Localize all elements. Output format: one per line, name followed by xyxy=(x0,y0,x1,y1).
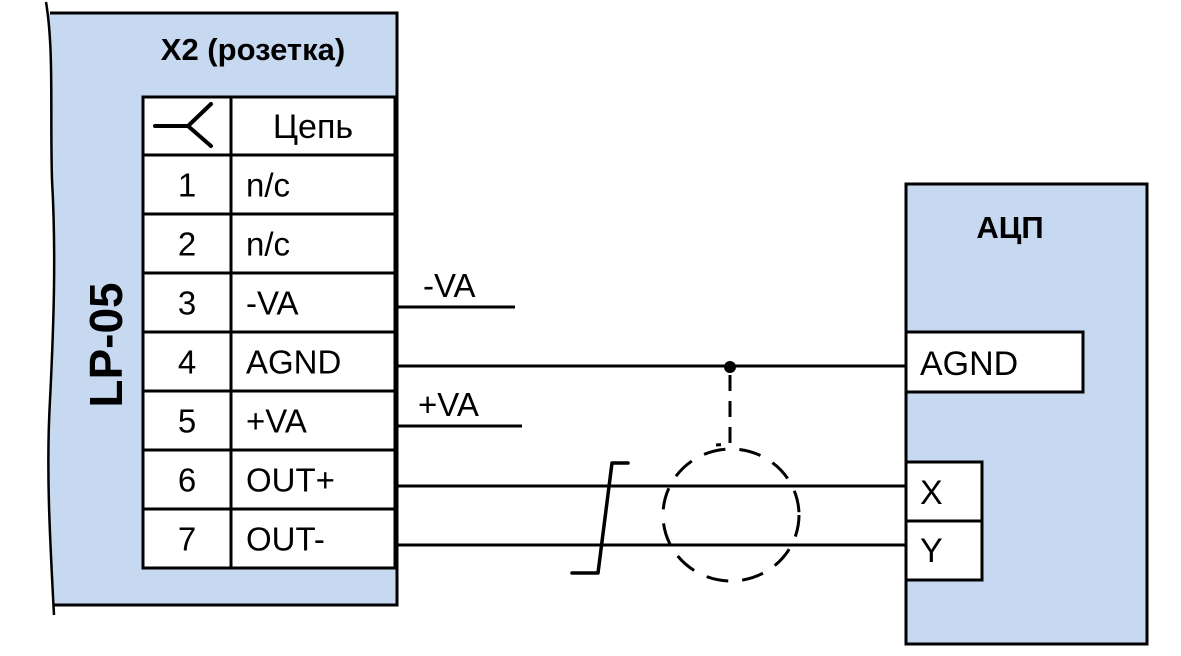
pin-row: 1 n/c xyxy=(143,167,395,216)
wire-label-minus-va: -VA xyxy=(423,267,476,304)
circuit-column-header: Цепь xyxy=(273,108,353,146)
break-line xyxy=(44,1,56,616)
pin-row: 7 OUT- xyxy=(178,521,325,558)
pin-number: 7 xyxy=(178,521,196,558)
pin-number: 6 xyxy=(178,462,196,499)
adc-port-y xyxy=(904,519,984,582)
pin-number: 1 xyxy=(178,167,196,204)
pin-number: 4 xyxy=(178,344,196,381)
adc-port-y-label: Y xyxy=(920,532,943,570)
wires: -VA +VA xyxy=(397,267,906,583)
pin-row: 4 AGND xyxy=(143,344,395,393)
lp05-block-border xyxy=(50,11,399,607)
pin-circuit: n/c xyxy=(246,226,290,263)
adc-title: АЦП xyxy=(976,210,1043,245)
pin-circuit: n/c xyxy=(246,167,290,204)
adc-port-x xyxy=(904,460,984,523)
pin-row: 5 +VA xyxy=(143,403,395,452)
pin-circuit: OUT- xyxy=(246,521,325,558)
socket-contact-icon xyxy=(153,102,213,148)
pin-circuit: AGND xyxy=(246,344,341,381)
connector-title: X2 (розетка) xyxy=(161,32,345,67)
pin-row: 6 OUT+ xyxy=(143,462,395,511)
pin-number: 2 xyxy=(178,226,196,263)
twisted-pair-icon xyxy=(570,461,630,575)
adc-port-agnd xyxy=(904,330,1085,394)
pin-table: Цепь 1 n/c 2 n/c 3 -VA 4 AGND 5 +VA 6 OUT+ 7 OUT- xyxy=(141,95,397,570)
pin-number: 5 xyxy=(178,403,196,440)
adc-port-agnd-label: AGND xyxy=(920,345,1018,383)
wire-label-plus-va: +VA xyxy=(418,386,479,423)
shield-icon xyxy=(661,447,801,583)
pin-circuit: +VA xyxy=(246,403,307,440)
pin-circuit: -VA xyxy=(246,285,299,322)
shield-ground-lead xyxy=(715,375,732,447)
pin-number: 3 xyxy=(178,285,196,322)
pin-row: 3 -VA xyxy=(143,285,395,334)
pin-row: 2 n/c xyxy=(143,226,395,275)
adc-port-x-label: X xyxy=(920,474,943,512)
pin-circuit: OUT+ xyxy=(246,462,335,499)
adc-block: АЦП AGND X Y xyxy=(904,182,1149,646)
junction-dot xyxy=(724,361,736,373)
device-name-lp05: LP-05 xyxy=(80,282,132,407)
